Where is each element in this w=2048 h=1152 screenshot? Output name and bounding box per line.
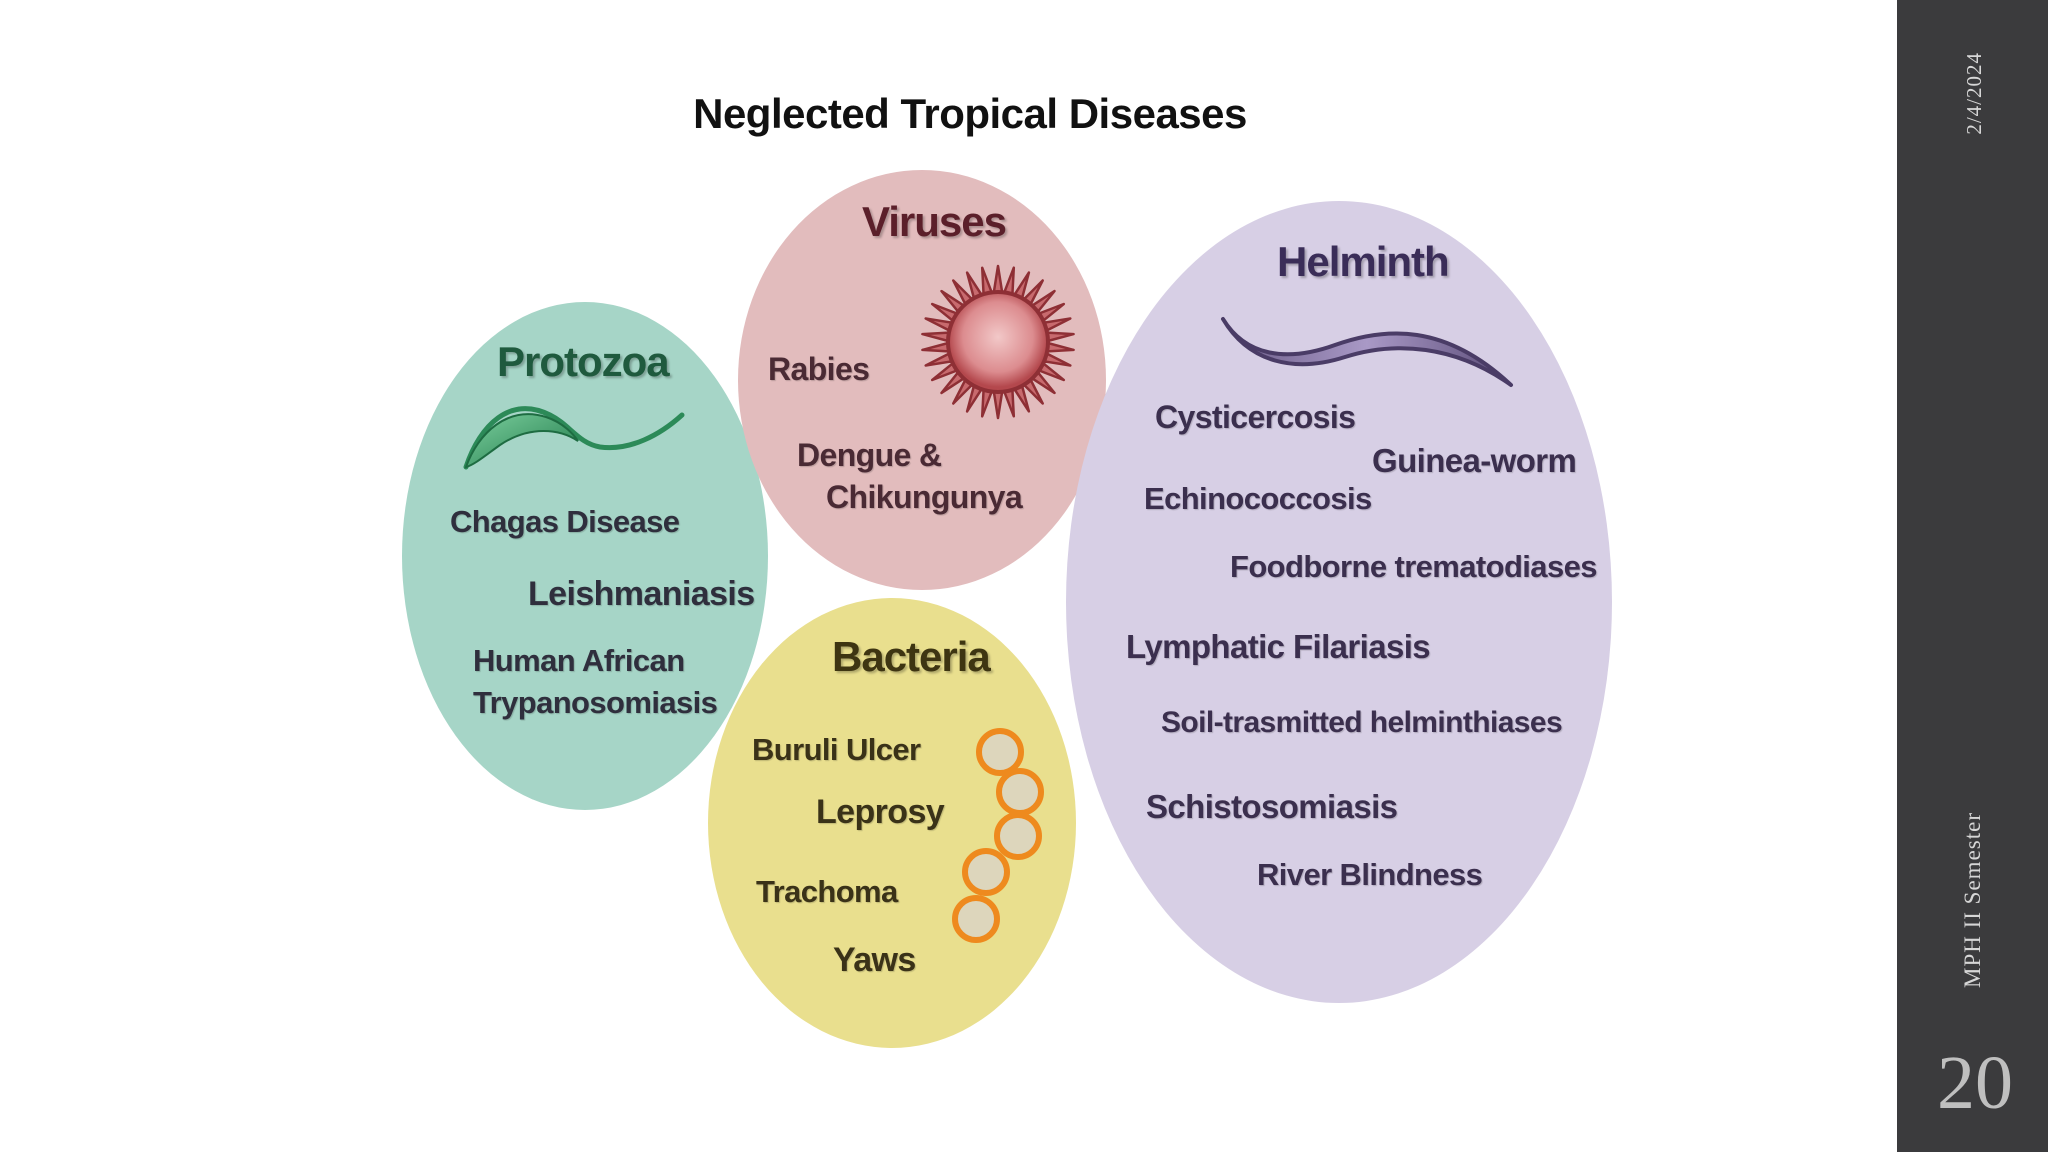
- helminth-item: Schistosomiasis: [1146, 788, 1398, 825]
- protozoan-icon: [463, 406, 685, 470]
- bacteria-item: Trachoma: [756, 874, 898, 909]
- protozoa-heading: Protozoa: [497, 338, 670, 385]
- helminth-item: Cysticercosis: [1155, 399, 1356, 435]
- slide: Neglected Tropical Diseases Protozoa Cha…: [402, 90, 1612, 1048]
- helminth-heading: Helminth: [1277, 238, 1450, 285]
- helminth-item: Foodborne trematodiases: [1230, 549, 1597, 584]
- bacteria-heading: Bacteria: [832, 633, 991, 680]
- slide-number: 20: [1937, 1041, 2013, 1125]
- viruses-item: Chikungunya: [826, 479, 1023, 515]
- protozoa-oval: [402, 302, 768, 810]
- slide-footer: MPH II Semester: [1960, 812, 1985, 988]
- virus-icon: [921, 264, 1075, 420]
- viruses-heading: Viruses: [862, 198, 1007, 245]
- protozoa-item: Chagas Disease: [450, 504, 680, 539]
- viruses-item: Dengue &: [797, 437, 942, 473]
- helminth-item: Guinea-worm: [1372, 442, 1577, 479]
- bacteria-item: Leprosy: [816, 793, 945, 831]
- helminth-oval: [1066, 201, 1612, 1003]
- helminth-item: River Blindness: [1257, 857, 1483, 892]
- helminth-item: Echinococcosis: [1144, 481, 1372, 516]
- bacteria-chain-icon: [952, 728, 1044, 943]
- helminth-item: Lymphatic Filariasis: [1126, 628, 1431, 665]
- worm-icon: [1221, 317, 1513, 387]
- bacteria-item: Buruli Ulcer: [752, 732, 921, 767]
- slide-sidebar: [1897, 0, 2048, 1152]
- bacteria-item: Yaws: [833, 941, 916, 979]
- protozoa-item: Human African: [473, 643, 685, 678]
- diagram-title: Neglected Tropical Diseases: [693, 90, 1247, 137]
- protozoa-item: Leishmaniasis: [528, 575, 755, 613]
- helminth-item: Soil-trasmitted helminthiases: [1161, 706, 1563, 739]
- protozoa-item: Trypanosomiasis: [473, 685, 718, 720]
- slide-date: 2/4/2024: [1962, 52, 1986, 135]
- viruses-item: Rabies: [768, 351, 870, 387]
